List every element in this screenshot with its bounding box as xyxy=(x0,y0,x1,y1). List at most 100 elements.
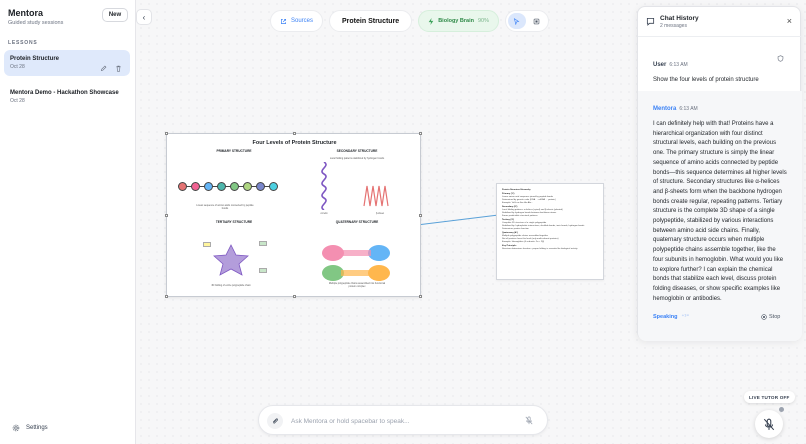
resize-handle[interactable] xyxy=(419,295,422,298)
notes-heading: Secondary (2°) xyxy=(502,206,518,208)
mic-off-icon[interactable] xyxy=(525,416,533,425)
diagram-title: Four Levels of Protein Structure xyxy=(252,140,337,146)
sheet-label: β-sheet xyxy=(375,212,385,215)
quaternary-complex-drawing xyxy=(322,245,390,281)
notes-line: Forms predictable structural patterns xyxy=(502,215,538,217)
tertiary-caption: 3D folding of entire polypeptide chain xyxy=(211,284,251,287)
user-sender: User xyxy=(653,62,667,68)
status-dot xyxy=(779,407,784,412)
mic-off-icon xyxy=(763,418,775,430)
new-session-button[interactable]: New xyxy=(102,8,128,22)
speaking-indicator: Speaking⁺¹⁼ xyxy=(653,314,689,320)
resize-handle[interactable] xyxy=(419,214,422,217)
speaking-label: Speaking xyxy=(653,314,678,320)
stop-button[interactable]: Stop xyxy=(761,314,780,320)
brain-percent: 90% xyxy=(477,18,489,24)
notes-line: Example: Hemoglobin (4 subunits: 2α + 2β… xyxy=(502,241,545,243)
notes-heading: Primary (1°) xyxy=(502,193,515,195)
resize-handle[interactable] xyxy=(165,295,168,298)
brain-badge[interactable]: Biology Brain 90% xyxy=(418,10,499,32)
shield-icon[interactable] xyxy=(777,55,784,62)
notes-line: Stabilized by: hydrophobic interactions,… xyxy=(502,225,585,227)
brain-label: Biology Brain xyxy=(438,18,474,24)
notes-heading: Quaternary (4°) xyxy=(502,232,518,234)
primary-structure-title: PRIMARY STRUCTURE xyxy=(216,149,252,153)
notes-line: Structure determines function - proper f… xyxy=(502,248,578,250)
chat-header: Chat History 2 messages × xyxy=(638,7,802,37)
notes-line: Example: Val-Leu-Ser-His-Ala... xyxy=(502,202,533,204)
stop-icon xyxy=(761,314,767,320)
notes-line: Complete 3D structure of a single polype… xyxy=(502,222,547,224)
brand: Mentora Guided study sessions xyxy=(8,8,63,26)
message-time: 6:13 AM xyxy=(679,106,698,112)
collapse-sidebar-button[interactable]: ‹ xyxy=(136,9,152,25)
close-icon[interactable]: × xyxy=(786,16,792,26)
notes-card[interactable]: Protein Structure Hierarchy Primary (1°)… xyxy=(496,183,604,280)
audio-level-icon: ⁺¹⁼ xyxy=(681,314,690,320)
alpha-helix-drawing xyxy=(321,162,327,210)
resize-handle[interactable] xyxy=(419,132,422,135)
sidebar: Mentora Guided study sessions New LESSON… xyxy=(0,0,136,444)
user-message-text: Show the four levels of protein structur… xyxy=(653,77,759,83)
notes-line: Multiple polypeptide chains assembled to… xyxy=(502,235,549,237)
pointer-tool-button[interactable] xyxy=(507,13,526,29)
resize-handle[interactable] xyxy=(293,132,296,135)
notes-line: Determines protein function xyxy=(502,228,529,230)
message-count: 2 messages xyxy=(660,23,687,29)
resize-handle[interactable] xyxy=(293,295,296,298)
tertiary-fold-drawing xyxy=(213,244,249,276)
ask-input-bar xyxy=(258,405,548,435)
notes-line: Not all proteins have this level (only m… xyxy=(502,238,559,240)
lesson-title-pill: Protein Structure xyxy=(329,10,413,32)
attach-button[interactable] xyxy=(267,413,283,429)
gear-icon xyxy=(12,424,20,432)
secondary-structure-title: SECONDARY STRUCTURE xyxy=(336,149,378,153)
chat-title: Chat History xyxy=(660,15,699,22)
resize-handle[interactable] xyxy=(165,132,168,135)
notes-heading: Tertiary (3°) xyxy=(502,219,515,221)
frame-tool-button[interactable] xyxy=(528,13,546,29)
quaternary-caption: Multiple polypeptide chains assembled in… xyxy=(328,282,386,288)
beta-sheet-drawing xyxy=(363,185,389,207)
live-tutor-toggle[interactable] xyxy=(755,410,783,438)
lesson-title: Mentora Demo - Hackathon Showcase xyxy=(10,90,119,96)
tool-toggle-group xyxy=(504,10,549,32)
bolt-icon xyxy=(428,17,434,25)
assistant-sender: Mentora xyxy=(653,106,677,112)
secondary-caption: Local folding patterns stabilized by hyd… xyxy=(329,157,385,160)
lesson-title: Protein Structure xyxy=(10,56,60,62)
ask-input[interactable] xyxy=(291,414,511,428)
settings-label: Settings xyxy=(26,425,48,431)
tertiary-bond-tag xyxy=(259,268,267,273)
chevron-left-icon: ‹ xyxy=(142,12,146,22)
lesson-date: Oct 28 xyxy=(10,98,25,104)
top-toolbar: Sources Protein Structure Biology Brain … xyxy=(270,10,549,32)
edit-icon[interactable] xyxy=(100,59,107,72)
helix-label: α-helix xyxy=(320,212,328,215)
settings-button[interactable]: Settings xyxy=(12,424,48,432)
notes-line: Local folding patterns: α-helices (spira… xyxy=(502,209,563,211)
notes-line: Linear amino acid sequence joined by pep… xyxy=(502,196,554,198)
chat-bubble-icon xyxy=(646,17,655,26)
trash-icon[interactable] xyxy=(115,59,122,72)
sources-button[interactable]: Sources xyxy=(270,10,324,32)
message-time: 6:13 AM xyxy=(669,62,688,68)
live-tutor-status: LIVE TUTOR OFF xyxy=(744,391,795,403)
notes-line: Determined by genetic code (DNA → mRNA →… xyxy=(502,199,556,201)
protein-structure-diagram-card[interactable]: Four Levels of Protein Structure PRIMARY… xyxy=(165,132,422,298)
notes-heading: Protein Structure Hierarchy xyxy=(502,189,531,191)
lesson-item-mentora-demo[interactable]: Mentora Demo - Hackathon Showcase Oct 28 xyxy=(4,84,130,114)
stop-label: Stop xyxy=(769,314,781,320)
external-link-icon xyxy=(281,18,286,24)
brand-title: Mentora xyxy=(8,8,44,18)
cursor-icon xyxy=(514,17,520,25)
tertiary-structure-title: TERTIARY STRUCTURE xyxy=(215,220,253,224)
tertiary-bond-tag xyxy=(259,241,267,246)
lesson-item-protein-structure[interactable]: Protein Structure Oct 28 xyxy=(4,50,130,76)
paperclip-icon xyxy=(272,418,279,424)
notes-line: Stabilized by hydrogen bonds between bac… xyxy=(502,212,557,214)
resize-handle[interactable] xyxy=(165,214,168,217)
notes-heading: Key Principle: xyxy=(502,245,517,247)
